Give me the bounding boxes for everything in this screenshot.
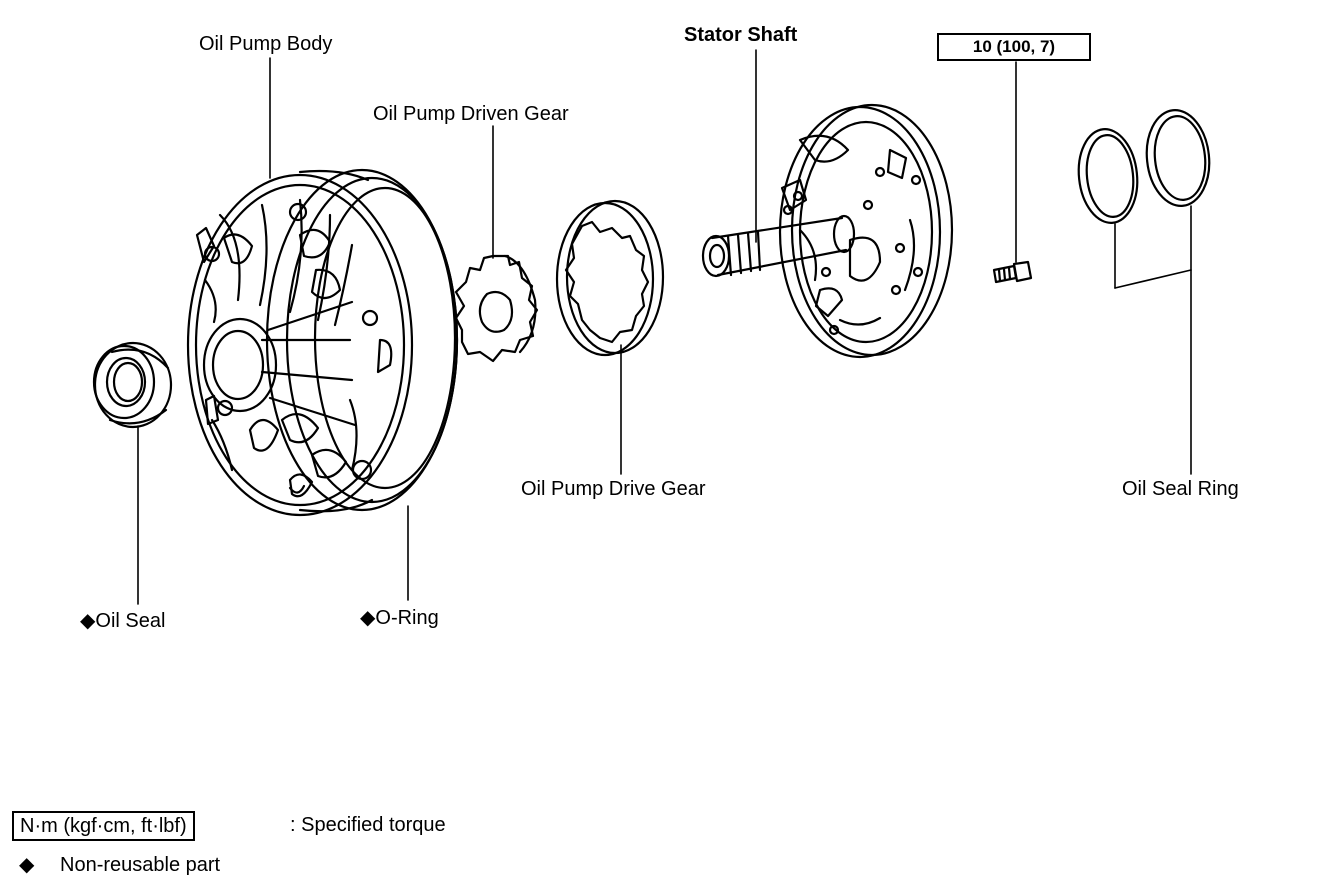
stator-shaft-part bbox=[703, 105, 952, 357]
oil-pump-body-part bbox=[188, 170, 457, 515]
label-o-ring: ◆O-Ring bbox=[360, 607, 439, 629]
legend-nonreusable-desc: Non-reusable part bbox=[60, 854, 221, 876]
leader-lines bbox=[138, 50, 1191, 604]
legend-torque-desc: : Specified torque bbox=[290, 814, 446, 836]
label-oil-seal: ◆Oil Seal bbox=[80, 610, 166, 632]
legend-torque-unit-box: N·m (kgf·cm, ft·lbf) bbox=[12, 811, 195, 841]
oil-pump-drive-gear-part bbox=[557, 201, 663, 355]
label-oil-pump-driven-gear: Oil Pump Driven Gear bbox=[373, 103, 569, 125]
bolt-part bbox=[994, 262, 1031, 282]
label-oil-pump-drive-gear: Oil Pump Drive Gear bbox=[521, 478, 706, 500]
oil-seal-rings-part bbox=[1074, 107, 1214, 226]
legend-nonreusable-symbol: ◆ bbox=[19, 854, 35, 876]
oil-pump-driven-gear-part bbox=[456, 256, 537, 361]
label-oil-pump-body: Oil Pump Body bbox=[199, 33, 333, 55]
oil-seal-part bbox=[94, 343, 171, 427]
torque-spec-badge: 10 (100, 7) bbox=[937, 33, 1091, 61]
label-stator-shaft: Stator Shaft bbox=[684, 24, 798, 46]
label-oil-seal-ring: Oil Seal Ring bbox=[1122, 478, 1239, 500]
